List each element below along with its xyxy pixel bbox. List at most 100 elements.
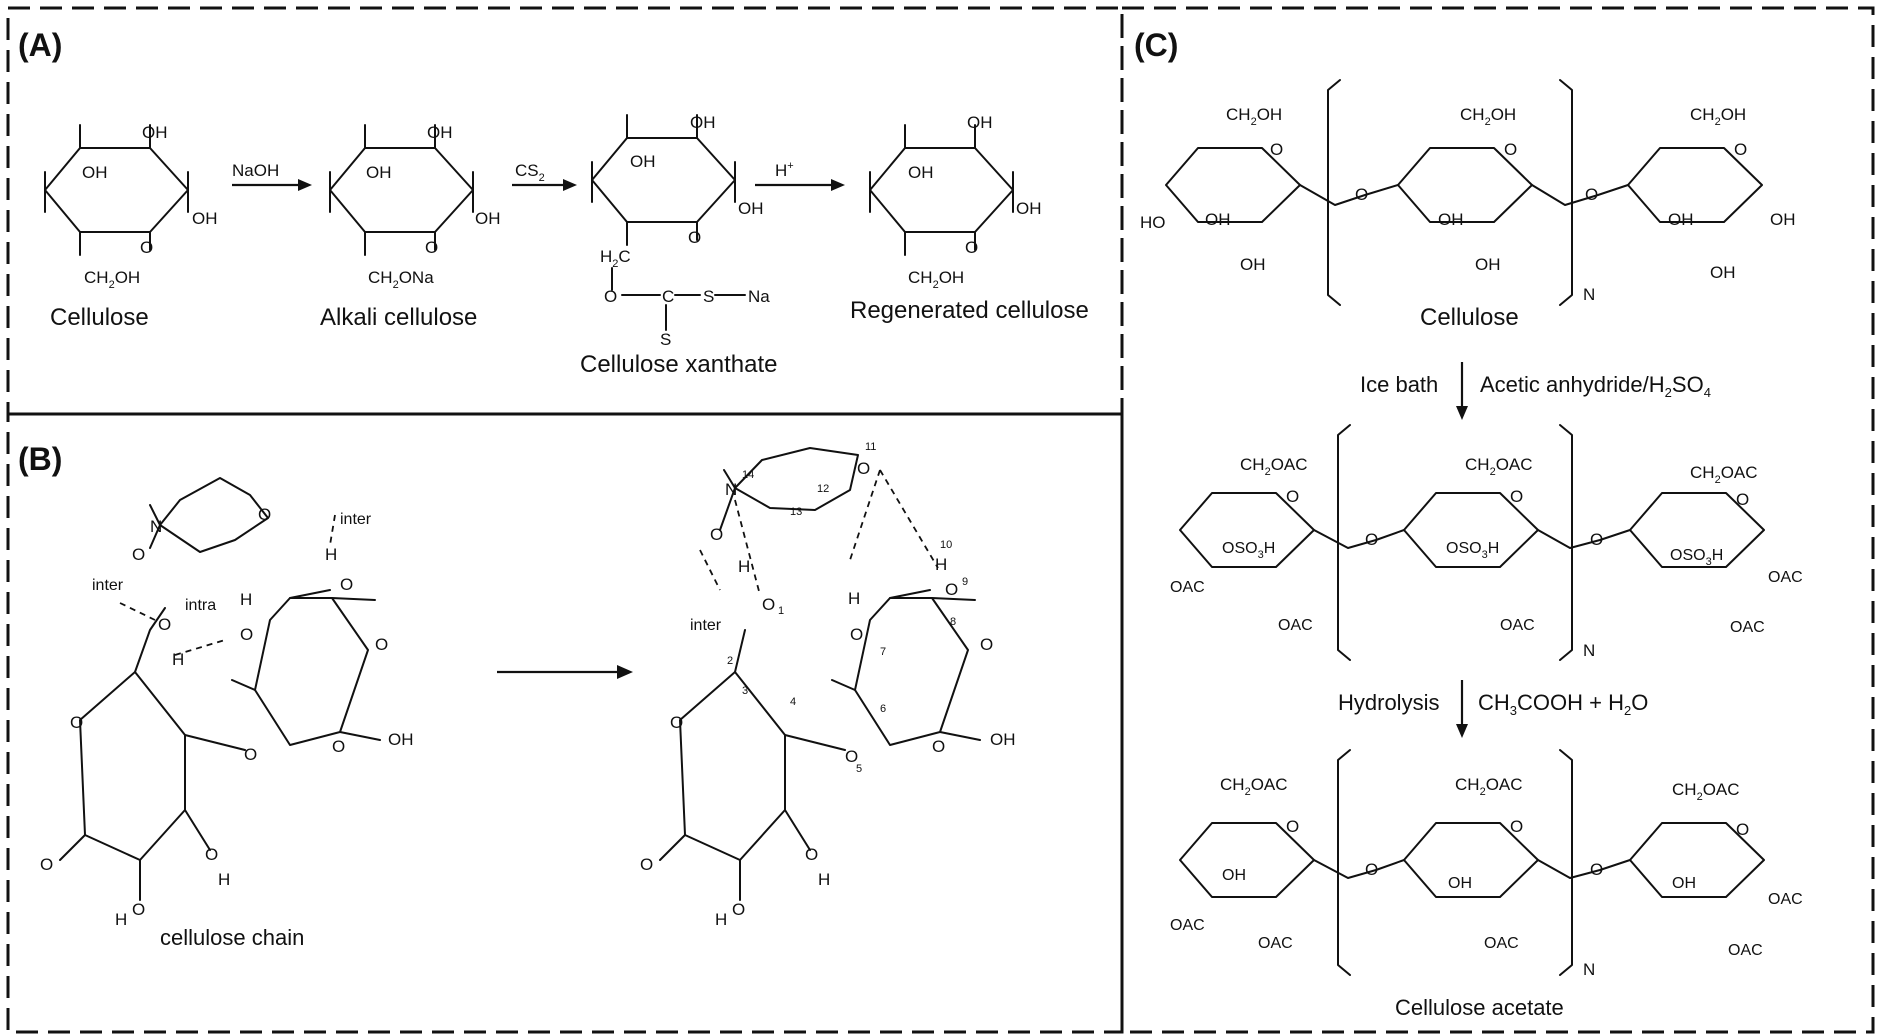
hydrogen-label: H xyxy=(715,910,727,929)
acetic-acid-water-label: CH3COOH + H2O xyxy=(1478,690,1648,718)
cellulose-chain-caption: cellulose chain xyxy=(160,925,304,950)
repeat-unit-n: N xyxy=(1583,285,1595,304)
oxygen-label: O xyxy=(205,845,218,864)
oac-label: OAC xyxy=(1170,917,1205,934)
position-label: 9 xyxy=(962,576,968,588)
ch2oh-label: CH2OH xyxy=(1460,105,1516,128)
ring-oxygen-label: O xyxy=(1270,140,1283,159)
oxygen-label: O xyxy=(158,615,171,634)
acetylation-arrow: Ice bath Acetic anhydride/H2SO4 xyxy=(1360,362,1711,420)
ring-oxygen-label: O xyxy=(1510,487,1523,506)
ring-oxygen-label: O xyxy=(1736,490,1749,509)
ice-bath-label: Ice bath xyxy=(1360,372,1438,397)
oh-label: OH xyxy=(1222,867,1246,884)
acid-reagent: H+ xyxy=(775,160,794,180)
reaction-arrow-naoh: NaOH xyxy=(232,161,312,191)
glycosidic-oxygen-label: O xyxy=(1585,185,1598,204)
oh-label: OH xyxy=(142,123,168,142)
ether-oxygen-label: O xyxy=(258,505,271,524)
cs2-reagent: CS2 xyxy=(515,161,545,184)
oh-label: OH xyxy=(427,123,453,142)
ch2oac-label: CH2OAC xyxy=(1220,775,1288,798)
intra-label: intra xyxy=(185,597,216,614)
oxygen-label: O xyxy=(945,580,958,599)
glycosidic-oxygen-label: O xyxy=(1355,185,1368,204)
oxygen-label: O xyxy=(850,625,863,644)
ring-oxygen-label: O xyxy=(1504,140,1517,159)
ring-oxygen-label: O xyxy=(932,737,945,756)
cellulose-structure-a: OH OH OH O CH2OH Cellulose xyxy=(44,123,218,331)
glycosidic-oxygen-label: O xyxy=(845,747,858,766)
oh-label: OH xyxy=(475,209,501,228)
nitrogen-label: N xyxy=(150,517,162,536)
inter-label: inter xyxy=(340,511,372,528)
oh-label: OH xyxy=(630,152,656,171)
oh-label: OH xyxy=(1770,210,1796,229)
position-label: 4 xyxy=(790,696,796,708)
ether-oxygen-label: O xyxy=(857,459,870,478)
oh-label: OH xyxy=(1016,199,1042,218)
osulfo-label: OSO3H xyxy=(1670,547,1723,568)
oh-label: OH xyxy=(1475,255,1501,274)
oxygen-label: O xyxy=(762,595,775,614)
oh-label: OH xyxy=(366,163,392,182)
sodium-label: Na xyxy=(748,287,770,306)
ch2oh-label: CH2OH xyxy=(908,268,964,291)
oac-label: OAC xyxy=(1484,935,1519,952)
ring-oxygen-label: O xyxy=(140,238,153,257)
inter-label: inter xyxy=(690,617,722,634)
n-oxide-oxygen-label: O xyxy=(710,525,723,544)
panel-c-label: (C) xyxy=(1134,27,1178,63)
ring-oxygen-label: O xyxy=(688,228,701,247)
ring-oxygen-label: O xyxy=(670,713,683,732)
h2c-label: H2C xyxy=(600,247,631,270)
regenerated-cellulose-structure: OH OH OH O CH2OH Regenerated cellulose xyxy=(850,113,1089,324)
position-label: 14 xyxy=(742,469,754,481)
nitrogen-label: N xyxy=(725,480,737,499)
glycosidic-oxygen-label: O xyxy=(244,745,257,764)
cellulose-xanthate-structure: OH OH OH O H2C O C S Na S Cellulose xant… xyxy=(580,113,777,378)
hydrogen-label: H xyxy=(818,870,830,889)
hydroxyl-label: OH xyxy=(990,730,1016,749)
regenerated-cellulose-caption: Regenerated cellulose xyxy=(850,297,1089,324)
alkali-cellulose-structure: OH OH OH O CH2ONa Alkali cellulose xyxy=(320,123,501,331)
carbon-label: C xyxy=(662,287,674,306)
panel-a-border xyxy=(6,6,1124,416)
hydrolysis-label: Hydrolysis xyxy=(1338,690,1439,715)
hydroxyl-label: OH xyxy=(388,730,414,749)
ring-oxygen-label: O xyxy=(1286,487,1299,506)
oxygen-label: O xyxy=(805,845,818,864)
panel-b-label: (B) xyxy=(18,441,62,477)
position-label: 11 xyxy=(865,441,876,453)
oac-label: OAC xyxy=(1768,569,1803,586)
sulfated-acetate-trimer: O O N CH2OAC CH2OAC CH2OAC O O O OSO3H O… xyxy=(1170,424,1803,661)
hydrogen-label: H xyxy=(172,650,184,669)
cellulose-trimer: O O N CH2OH CH2OH CH2OH O O O HO OH OH O… xyxy=(1140,79,1796,331)
oxygen-label: O xyxy=(640,855,653,874)
alkali-cellulose-caption: Alkali cellulose xyxy=(320,304,477,331)
oxygen-label: O xyxy=(980,635,993,654)
oh-label: OH xyxy=(1710,263,1736,282)
hydrogen-label: H xyxy=(848,589,860,608)
oh-label: OH xyxy=(967,113,993,132)
thione-sulfur-label: S xyxy=(660,330,671,349)
position-label: 2 xyxy=(727,655,733,667)
cellulose-xanthate-caption: Cellulose xanthate xyxy=(580,351,777,378)
ch2oac-label: CH2OAC xyxy=(1465,455,1533,478)
glycosidic-oxygen-label: O xyxy=(1590,860,1603,879)
panel-a-label: (A) xyxy=(18,27,62,63)
cellulose-chain-left: O H H O H O O OH O O O O H O H O inter i… xyxy=(40,545,414,950)
position-label: 7 xyxy=(880,646,886,658)
oxygen-label: O xyxy=(732,900,745,919)
hydrogen-label: H xyxy=(218,870,230,889)
ring-oxygen-label: O xyxy=(425,238,438,257)
oac-label: OAC xyxy=(1768,891,1803,908)
ring-oxygen-label: O xyxy=(1286,817,1299,836)
hydrolysis-arrow: Hydrolysis CH3COOH + H2O xyxy=(1338,680,1648,738)
inter-label: inter xyxy=(92,577,124,594)
oxygen-label: O xyxy=(375,635,388,654)
oh-label: OH xyxy=(1205,210,1231,229)
oxygen-label: O xyxy=(40,855,53,874)
cellulose-acetate-caption: Cellulose acetate xyxy=(1395,995,1564,1020)
